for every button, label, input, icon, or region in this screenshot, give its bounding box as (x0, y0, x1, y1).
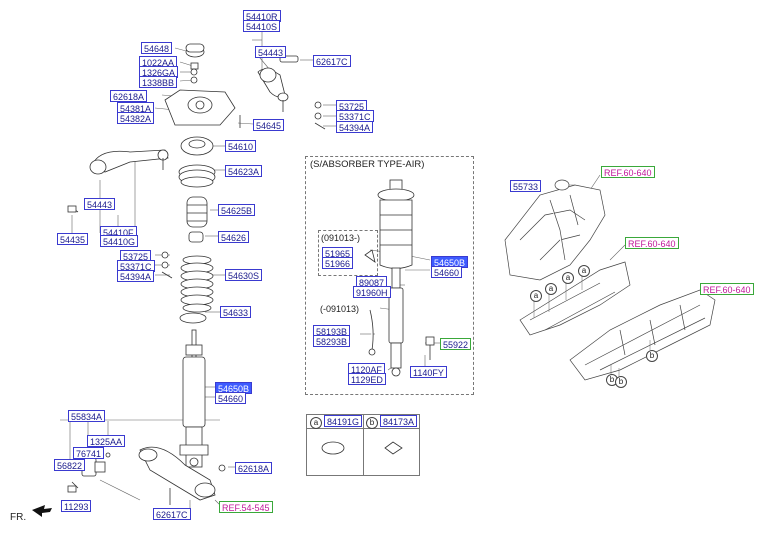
part-54410G[interactable]: 54410G (100, 235, 139, 247)
part-54443[interactable]: 54443 (84, 198, 116, 210)
part-54394A[interactable]: 54394A (117, 270, 155, 282)
part-55922[interactable]: 55922 (440, 338, 472, 350)
part-76741[interactable]: 76741 (73, 447, 105, 459)
part-54435[interactable]: 54435 (57, 233, 89, 245)
part-54410S[interactable]: 54410S (243, 20, 281, 32)
frame-marker-b: b (615, 376, 629, 388)
part-54645[interactable]: 54645 (253, 119, 285, 131)
part-62618A[interactable]: 62618A (235, 462, 273, 474)
date-range-box (318, 230, 378, 276)
part-54625B[interactable]: 54625B (218, 204, 256, 216)
date-to-note: (-091013) (320, 304, 360, 314)
air-absorber-box (305, 156, 474, 395)
part-55834A[interactable]: 55834A (68, 410, 106, 422)
part-54633[interactable]: 54633 (220, 306, 252, 318)
part-62618A[interactable]: 62618A (110, 90, 148, 102)
part-58293B[interactable]: 58293B (313, 335, 351, 347)
frame-marker-b: b (646, 350, 660, 362)
part-11293[interactable]: 11293 (61, 500, 92, 512)
part-1129ED[interactable]: 1129ED (348, 373, 386, 385)
date-from-note: (091013-) (321, 233, 361, 243)
part-56822[interactable]: 56822 (54, 459, 86, 471)
part-55733[interactable]: 55733 (510, 180, 542, 192)
part-84191G[interactable]: 84191G (324, 415, 363, 427)
part-62617C[interactable]: 62617C (153, 508, 191, 520)
part-54443[interactable]: 54443 (255, 46, 287, 58)
part-62617C[interactable]: 62617C (313, 55, 351, 67)
part-54630S[interactable]: 54630S (225, 269, 263, 281)
part-54660-air[interactable]: 54660 (431, 266, 463, 278)
ref-60-640-bottom[interactable]: REF.60-640 (700, 283, 754, 295)
frame-marker-a: a (578, 265, 592, 277)
ref-60-640-middle[interactable]: REF.60-640 (625, 237, 679, 249)
part-1325AA[interactable]: 1325AA (87, 435, 126, 447)
ref-60-640-top[interactable]: REF.60-640 (601, 166, 655, 178)
part-1140FY[interactable]: 1140FY (410, 366, 447, 378)
frame-marker-a: a (545, 283, 559, 295)
part-54394A[interactable]: 54394A (336, 121, 374, 133)
part-54382A[interactable]: 54382A (117, 112, 155, 124)
part-84173A[interactable]: 84173A (380, 415, 418, 427)
part-54648[interactable]: 54648 (141, 42, 173, 54)
part-54660[interactable]: 54660 (215, 392, 247, 404)
air-absorber-title: (S/ABSORBER TYPE-AIR) (310, 159, 425, 170)
part-54623A[interactable]: 54623A (225, 165, 263, 177)
part-54610[interactable]: 54610 (225, 140, 257, 152)
frame-marker-a: a (562, 272, 576, 284)
part-1326GA[interactable]: 1326GA (139, 66, 179, 78)
part-51966[interactable]: 51966 (322, 257, 354, 269)
part-54626[interactable]: 54626 (218, 231, 250, 243)
part-1338BB[interactable]: 1338BB (139, 76, 178, 88)
frame-marker-a: a (530, 290, 544, 302)
part-91960H[interactable]: 91960H (353, 286, 391, 298)
ref-54-545[interactable]: REF.54-545 (219, 501, 273, 513)
front-direction-label: FR. (10, 512, 27, 523)
